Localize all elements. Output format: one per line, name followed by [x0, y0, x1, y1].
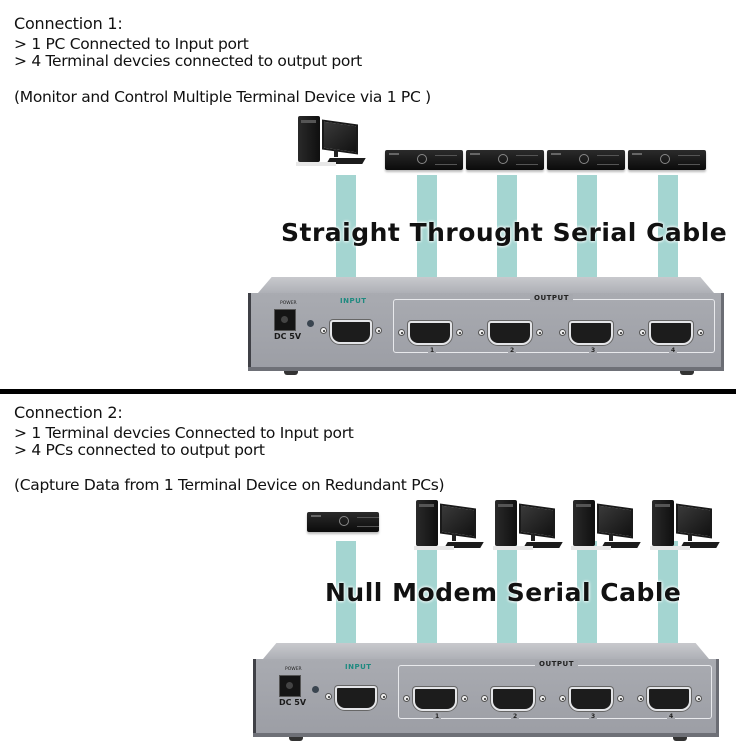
output-port-4	[649, 321, 693, 345]
input-label: INPUT	[340, 297, 367, 305]
port-number-1: 1	[428, 347, 437, 354]
pc-icon	[571, 498, 643, 550]
connection-1-line-1: > 1 PC Connected to Input port	[14, 35, 249, 53]
output-port-3	[569, 687, 613, 711]
connection-2-line-1: > 1 Terminal devcies Connected to Input …	[14, 424, 354, 442]
port-number-4: 4	[667, 713, 676, 720]
cable-type-title: Null Modem Serial Cable	[325, 578, 682, 607]
power-led-icon	[307, 320, 314, 327]
connection-1-line-2: > 4 Terminal devcies connected to output…	[14, 52, 362, 70]
input-port	[330, 320, 372, 344]
port-number-1: 1	[433, 713, 442, 720]
section-divider	[0, 389, 736, 394]
terminal-device-icon	[547, 150, 625, 170]
output-port-3	[569, 321, 613, 345]
port-number-2: 2	[508, 347, 517, 354]
power-led-icon	[312, 686, 319, 693]
output-port-4	[647, 687, 691, 711]
output-port-1	[408, 321, 452, 345]
output-port-2	[488, 321, 532, 345]
dc-power-jack	[274, 309, 296, 331]
connection-1-section: Connection 1: > 1 PC Connected to Input …	[14, 14, 728, 377]
port-number-3: 3	[589, 713, 598, 720]
serial-switch-box: POWER DC 5V INPUT OUTPUT 1 2 3 4	[248, 277, 724, 377]
serial-switch-box: POWER DC 5V INPUT OUTPUT 1 2 3 4	[253, 643, 719, 743]
dc-label: DC 5V	[274, 332, 302, 341]
input-port	[335, 686, 377, 710]
dc-label: DC 5V	[279, 698, 307, 707]
cable-type-title: Straight Throught Serial Cable	[281, 218, 728, 247]
connection-2-note: (Capture Data from 1 Terminal Device on …	[14, 476, 445, 494]
port-number-3: 3	[589, 347, 598, 354]
terminal-device-icon	[628, 150, 706, 170]
connection-2-line-2: > 4 PCs connected to output port	[14, 441, 265, 459]
connection-1-note: (Monitor and Control Multiple Terminal D…	[14, 88, 431, 106]
connection-2-heading: Connection 2:	[14, 403, 123, 422]
connection-1-heading: Connection 1:	[14, 14, 123, 33]
port-number-4: 4	[669, 347, 678, 354]
pc-icon	[650, 498, 722, 550]
input-label: INPUT	[345, 663, 372, 671]
output-port-1	[413, 687, 457, 711]
terminal-device-icon	[307, 512, 379, 532]
output-label: OUTPUT	[530, 294, 573, 302]
output-port-2	[491, 687, 535, 711]
port-number-2: 2	[511, 713, 520, 720]
terminal-device-icon	[385, 150, 463, 170]
power-label: POWER	[280, 301, 297, 306]
power-label: POWER	[285, 667, 302, 672]
output-label: OUTPUT	[535, 660, 578, 668]
terminal-device-icon	[466, 150, 544, 170]
dc-power-jack	[279, 675, 301, 697]
pc-icon	[414, 498, 486, 550]
pc-icon	[296, 114, 368, 166]
pc-icon	[493, 498, 565, 550]
connection-2-section: Connection 2: > 1 Terminal devcies Conne…	[0, 394, 750, 750]
